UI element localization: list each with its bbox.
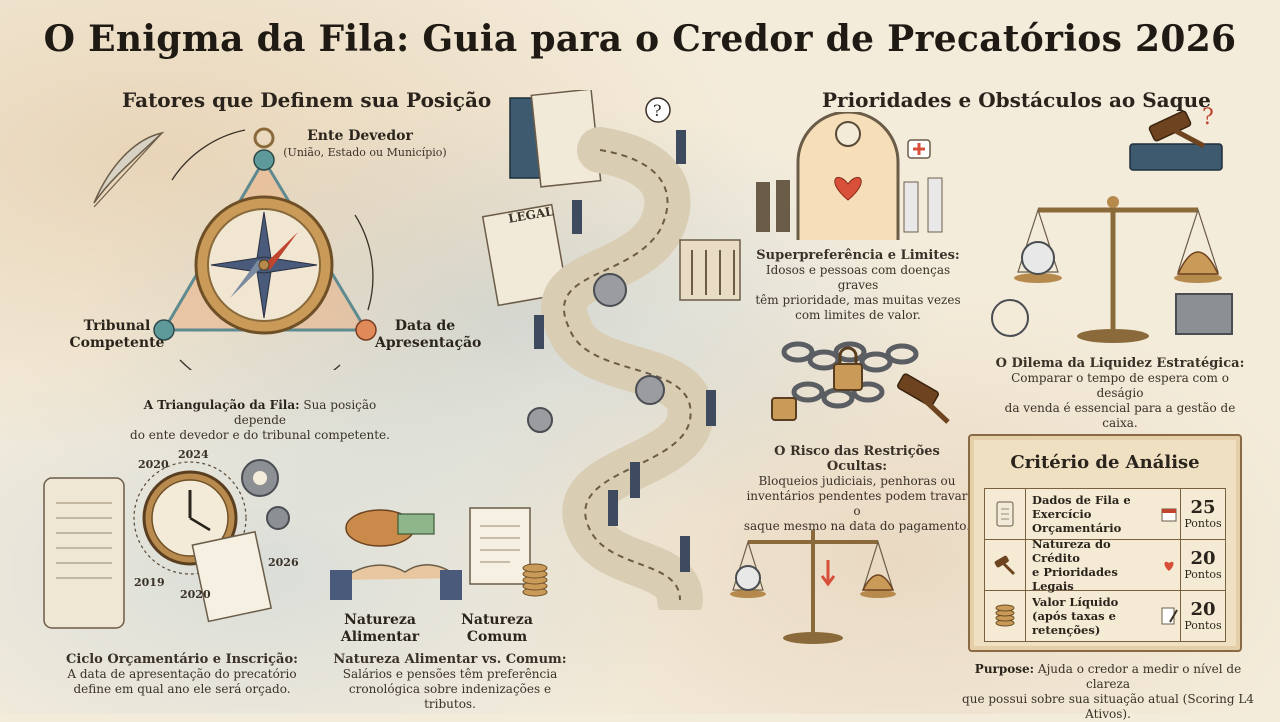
heart-icon [1158, 540, 1180, 590]
analysis-row-label: Valor Líquido(após taxas e retenções) [1026, 591, 1158, 641]
analysis-row-label-line1: Valor Líquido [1032, 595, 1119, 609]
natureza-alimentar-label: Natureza Alimentar [335, 612, 425, 646]
calendar-icon [1158, 489, 1180, 539]
analysis-row-label-line2: Exercício Orçamentário [1032, 507, 1122, 535]
analysis-row: Valor Líquido(após taxas e retenções) 20… [985, 590, 1225, 641]
triangulation-caption-line2: do ente devedor e do tribunal competente… [130, 428, 390, 442]
superpreference-caption-title: Superpreferência e Limites: [756, 248, 960, 263]
ente-devedor-label: Ente Devedor [307, 128, 413, 144]
budget-cycle-illustration [43, 459, 290, 629]
liquidity-caption-title: O Dilema da Liquidez Estratégica: [995, 356, 1245, 371]
analysis-row-label-line2: e Prioridades Legais [1032, 565, 1118, 593]
analysis-row-points: 25 Pontos [1180, 489, 1225, 539]
nature-caption-line1: Salários e pensões têm preferência [342, 667, 558, 681]
superpreference-caption: Superpreferência e Limites: Idosos e pes… [748, 248, 968, 323]
superpreference-caption-line3: com limites de valor. [795, 308, 921, 322]
cycle-caption-title: Ciclo Orçamentário e Inscrição: [66, 652, 298, 667]
purpose-line2: que possui sobre sua situação atual (Sco… [962, 692, 1254, 721]
liquidity-scale-illustration [991, 196, 1233, 343]
page-title: O Enigma da Fila: Guia para o Credor de … [43, 18, 1237, 60]
gavel-book-illustration: ? [1129, 105, 1223, 171]
points-value: 25 [1190, 497, 1216, 518]
purpose-line1: Ajuda o credor a medir o nível de clarez… [1037, 662, 1242, 691]
superpreference-caption-line2: têm prioridade, mas muitas vezes [755, 293, 961, 307]
analysis-row-label-line1: Natureza do Crédito [1032, 537, 1111, 565]
purpose-caption: Purpose: Ajuda o credor a medir o nível … [958, 662, 1258, 722]
quill-icon [93, 131, 165, 208]
analysis-row-points: 20 Pontos [1180, 540, 1225, 590]
hidden-restrictions-caption-line2: inventários pendentes podem travar o [746, 489, 968, 518]
purpose-label: Purpose: [974, 662, 1035, 676]
natureza-comum-line1: Natureza [461, 612, 533, 628]
natureza-comum-line2: Comum [466, 629, 528, 645]
year-label: 2026 [268, 556, 299, 569]
year-label: 2020 [180, 588, 211, 601]
points-unit: Pontos [1184, 568, 1222, 581]
points-value: 20 [1190, 548, 1216, 569]
nature-illustration [330, 507, 548, 600]
cycle-caption-line1: A data de apresentação do precatório [67, 667, 297, 681]
cycle-caption-line2: define em qual ano ele será orçado. [73, 682, 291, 696]
points-unit: Pontos [1184, 517, 1222, 530]
natureza-alimentar-line1: Natureza [344, 612, 416, 628]
points-value: 20 [1190, 599, 1216, 620]
tribunal-label: Tribunal Competente [69, 318, 165, 351]
hidden-restrictions-illustration [771, 341, 950, 424]
ente-devedor-sub: (União, Estado ou Município) [283, 146, 447, 159]
svg-text:?: ? [653, 101, 662, 120]
scroll-icon [985, 489, 1026, 539]
year-label: 2019 [134, 576, 165, 589]
right-section-title: Prioridades e Obstáculos ao Saque [822, 88, 1211, 112]
points-unit: Pontos [1184, 619, 1222, 632]
liquidity-caption-line2: da venda é essencial para a gestão de ca… [1004, 401, 1236, 430]
analysis-row-label-line1: Dados de Fila e [1032, 493, 1131, 507]
natureza-comum-label: Natureza Comum [452, 612, 542, 646]
liquidity-caption-line1: Comparar o tempo de espera com o deságio [1011, 371, 1229, 400]
triangulation-caption-line1: Sua posição depende [233, 398, 377, 427]
hidden-restrictions-caption: O Risco das Restrições Ocultas: Bloqueio… [742, 444, 972, 534]
document-pen-icon [1158, 591, 1180, 641]
svg-text:?: ? [1202, 105, 1214, 130]
superpreference-caption-line1: Idosos e pessoas com doenças graves [765, 263, 951, 292]
hidden-restrictions-caption-title: O Risco das Restrições Ocultas: [774, 444, 940, 474]
liquidity-caption: O Dilema da Liquidez Estratégica: Compar… [990, 356, 1250, 431]
nature-caption: Natureza Alimentar vs. Comum: Salários e… [325, 652, 575, 712]
superpreference-illustration [756, 112, 943, 240]
coins-icon [985, 591, 1026, 641]
data-apresentacao-label: Data de Apresentação [375, 318, 482, 351]
triangulation-caption: A Triangulação da Fila: Sua posição depe… [120, 398, 400, 443]
year-label: 2024 [178, 448, 209, 461]
left-section-title: Fatores que Definem sua Posição [122, 88, 492, 112]
queue-path-illustration: ? [481, 90, 741, 610]
triangulation-diagram [153, 127, 377, 370]
cycle-caption: Ciclo Orçamentário e Inscrição: A data d… [52, 652, 312, 697]
natureza-alimentar-line2: Alimentar [340, 629, 420, 645]
hidden-restrictions-caption-line3: saque mesmo na data do pagamento. [743, 519, 971, 533]
gavel-icon [985, 540, 1026, 590]
nature-caption-title: Natureza Alimentar vs. Comum: [333, 652, 567, 667]
year-label: 2020 [138, 458, 169, 471]
hidden-restrictions-caption-line1: Bloqueios judiciais, penhoras ou [758, 474, 956, 488]
scale-illustration [730, 530, 896, 644]
nature-caption-line2: cronológica sobre indenizações e tributo… [348, 682, 552, 711]
analysis-row-label-line2: (após taxas e retenções) [1032, 609, 1116, 637]
triangulation-caption-title: A Triangulação da Fila: [143, 398, 300, 412]
analysis-row-points: 20 Pontos [1180, 591, 1225, 641]
analysis-title: Critério de Análise [1010, 452, 1200, 473]
